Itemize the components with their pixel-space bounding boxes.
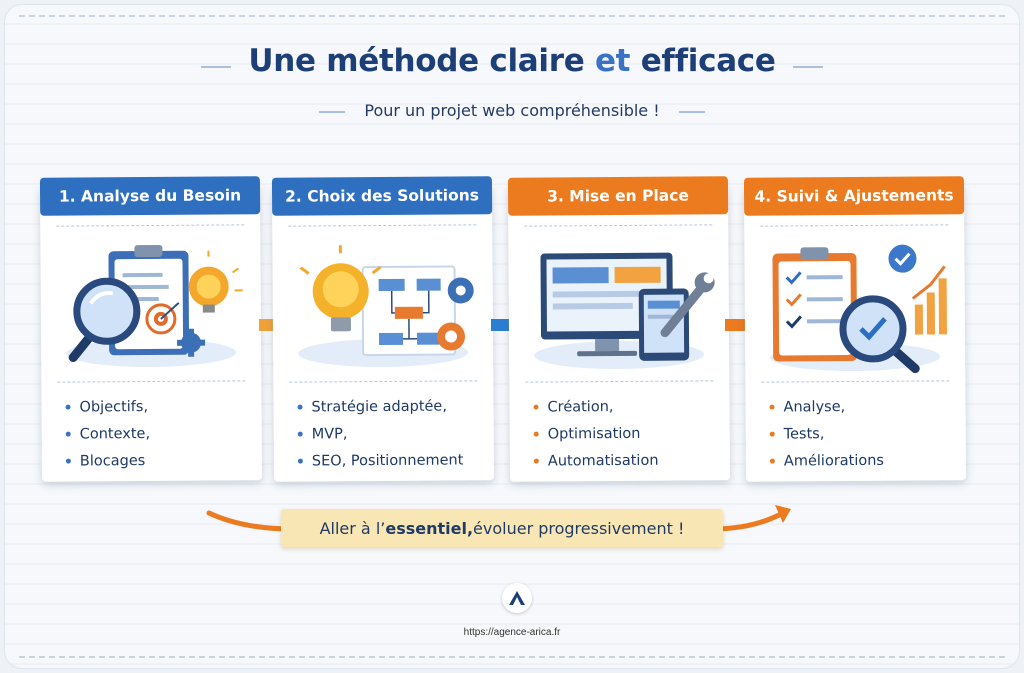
step-items: Objectifs, Contexte, Blocages [65,393,150,475]
list-item: Optimisation [533,420,659,448]
subtitle: Pour un projet web compréhensible ! [364,101,660,120]
motto-emphasis: essentiel, [385,518,474,538]
step-items: Analyse, Tests, Améliorations [769,393,884,475]
bullet [297,431,303,437]
solutions-illustration [298,245,474,368]
bar-chart-icon [911,265,948,335]
bullet [533,431,539,437]
step-label: 1. Analyse du Besoin [39,176,261,216]
bullet [533,458,539,464]
tablet-icon [638,288,690,361]
page-title: Une méthode claire et efficace [248,43,776,79]
magnifier-check-icon [839,295,920,374]
bullet [65,458,71,464]
title-row: Une méthode claire et efficace [5,43,1019,79]
list-item: Tests, [769,420,884,448]
card-divider [760,224,949,227]
step-card-solutions: 2. Choix des Solutions [271,176,495,482]
step-card-suivi: 4. Suivi & Ajustements [743,176,967,482]
subtitle-row: Pour un projet web compréhensible ! [5,101,1019,120]
step-label: 3. Mise en Place [507,176,729,216]
list-item: Objectifs, [65,393,150,421]
bullet [65,431,71,437]
card-divider [56,224,245,227]
list-item: Automatisation [533,447,659,475]
subtitle-right-line [678,110,705,113]
motto-banner: Aller à l’essentiel, évoluer progressive… [203,499,803,555]
list-item: Stratégie adaptée, [297,392,463,420]
card-divider [525,380,714,383]
title-accent: et [594,43,631,79]
card-divider [289,380,478,383]
wrench-icon [660,272,715,338]
motto-text: Aller à l’essentiel, évoluer progressive… [281,509,723,547]
step-label: 2. Choix des Solutions [271,176,493,216]
analyse-illustration [66,244,243,368]
list-item: SEO, Positionnement [297,446,464,474]
brand-logo [502,583,532,613]
flowchart-icon [361,265,457,357]
bullet [297,404,303,410]
list-item: Création, [533,393,658,421]
gear-icon [437,277,474,351]
lightbulb-icon [299,245,382,332]
check-badge-icon [888,244,917,273]
subtitle-left-line [319,110,346,113]
list-item: Analyse, [769,393,883,421]
bottom-dashed-border [19,656,1005,658]
bullet [769,431,775,437]
step-items: Création, Optimisation Automatisation [533,393,659,475]
card-divider [761,380,950,383]
arica-logo-icon [509,591,525,605]
step-card-mise-en-place: 3. Mise en Place [507,176,731,482]
title-left-line [201,65,232,68]
bullet [769,458,775,464]
list-item: Améliorations [769,447,884,475]
card-divider [288,224,477,227]
footer-url: https://agence-arica.fr [463,627,561,638]
bullet [297,458,303,464]
step-label: 4. Suivi & Ajustements [743,176,965,216]
magnifier-icon [68,277,141,363]
mise-en-place-illustration [534,252,715,370]
suivi-illustration [770,244,948,374]
step-items: Stratégie adaptée, MVP, SEO, Positionnem… [297,392,463,474]
list-item: Blocages [65,447,151,475]
gear-icon [177,328,206,357]
bullet [533,404,539,410]
card-divider [524,224,713,227]
title-right-line [792,65,823,68]
checklist-icon [772,247,858,362]
card-divider [57,380,246,383]
step-card-analyse: 1. Analyse du Besoin [39,176,263,482]
top-dashed-border [19,15,1005,17]
bullet [769,404,775,410]
lightbulb-icon [188,250,243,313]
page: Une méthode claire et efficace Pour un p… [4,4,1020,669]
list-item: MVP, [297,419,464,447]
list-item: Contexte, [65,420,151,448]
bullet [65,404,71,410]
target-icon [145,302,180,335]
